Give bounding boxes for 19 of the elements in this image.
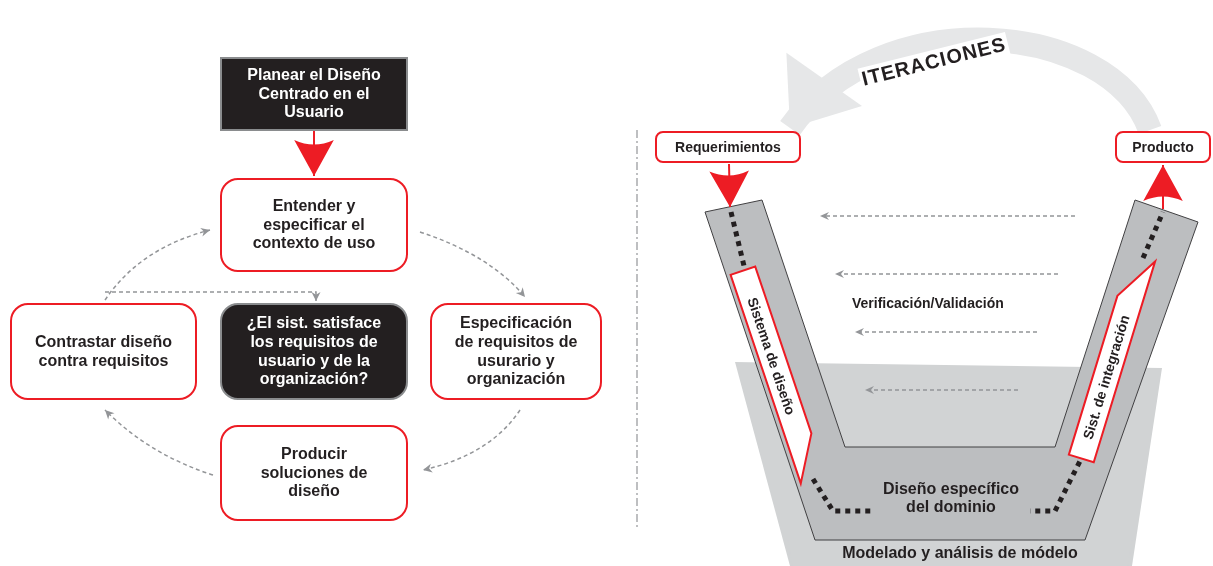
process-box: Producir soluciones de diseño	[220, 425, 408, 521]
stage-tag: Requerimientos	[655, 131, 801, 163]
connector-line	[1140, 211, 1166, 259]
process-box: Planear el Diseño Centrado en el Usuario	[220, 57, 408, 131]
arrow-label: Sistema de diseño	[744, 295, 799, 417]
arrow	[104, 228, 211, 301]
arrow	[419, 231, 526, 298]
note-label: Verificación/Validación	[852, 295, 1004, 311]
stage-tag: Producto	[1115, 131, 1211, 163]
band-label: Diseño específico del dominio	[872, 480, 1030, 517]
process-box: Especificación de requisitos de usurario y organización	[430, 303, 602, 400]
arrow	[780, 27, 1161, 136]
process-box: Contrastar diseño contra requisitos	[10, 303, 197, 400]
arrow	[104, 409, 214, 476]
arrow	[422, 409, 521, 473]
decision-box: ¿El sist. satisface los requisitos de usuario y de la organización?	[220, 303, 408, 400]
band-label: Modelado y análisis de módelo	[841, 544, 1079, 563]
process-box: Entender y especificar el contexto de uso	[220, 178, 408, 272]
arrow	[104, 291, 321, 302]
